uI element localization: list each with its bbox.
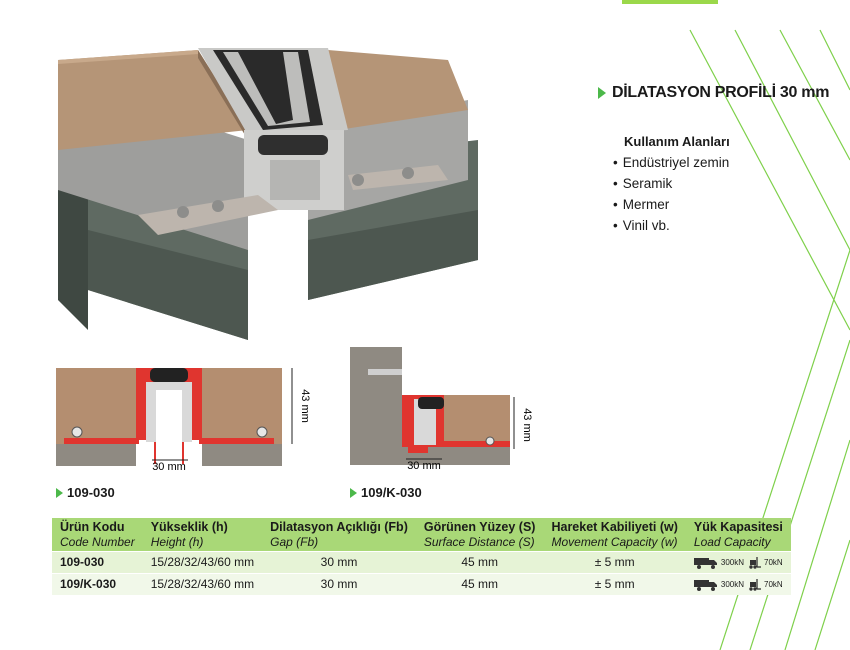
truck-icon bbox=[693, 557, 717, 569]
cell-code: 109/K-030 bbox=[52, 573, 143, 595]
cell-movement: ± 5 mm bbox=[543, 573, 686, 595]
expansion-joint-illustration bbox=[58, 48, 478, 340]
forklift-load-value: 70kN bbox=[764, 558, 783, 567]
truck-icon bbox=[693, 579, 717, 591]
cell-load: 300kN 70kN bbox=[685, 551, 791, 574]
code-label-109-030: 109-030 bbox=[56, 485, 115, 500]
cell-gap: 30 mm bbox=[262, 573, 416, 595]
code-text: 109/K-030 bbox=[361, 485, 422, 500]
header-surface: Görünen Yüzey (S)Surface Distance (S) bbox=[415, 518, 544, 552]
usage-item: Vinil vb. bbox=[613, 215, 730, 236]
cell-surface: 45 mm bbox=[415, 551, 544, 574]
usage-item: Mermer bbox=[613, 194, 730, 215]
forklift-load-value: 70kN bbox=[764, 580, 783, 589]
gap-label: 30 mm bbox=[152, 461, 186, 473]
usage-item: Endüstriyel zemin bbox=[613, 152, 730, 173]
title-arrow-icon bbox=[598, 87, 606, 99]
usage-list: Endüstriyel zemin Seramik Mermer Vinil v… bbox=[613, 152, 730, 236]
usage-item: Seramik bbox=[613, 173, 730, 194]
height-label: 43 mm bbox=[299, 389, 311, 423]
truck-load-value: 300kN bbox=[720, 558, 745, 567]
gap-label: 30 mm bbox=[407, 460, 441, 472]
title-text: DİLATASYON PROFİLİ 30 mm bbox=[612, 84, 830, 101]
cell-height: 15/28/32/43/60 mm bbox=[142, 551, 263, 574]
usage-heading: Kullanım Alanları bbox=[624, 134, 730, 149]
forklift-icon bbox=[749, 578, 762, 591]
code-arrow-icon bbox=[56, 487, 63, 498]
header-gap: Dilatasyon Açıklığı (Fb)Gap (Fb) bbox=[262, 518, 416, 552]
cell-height: 15/28/32/43/60 mm bbox=[142, 573, 263, 595]
code-label-109-K-030: 109/K-030 bbox=[350, 485, 422, 500]
table-row: 109-030 15/28/32/43/60 mm 30 mm 45 mm ± … bbox=[52, 551, 791, 574]
top-accent-bar bbox=[622, 0, 718, 4]
section-diagram-109-K-030: 43 mm 30 mm bbox=[350, 347, 533, 472]
header-movement: Hareket Kabiliyeti (w)Movement Capacity … bbox=[543, 518, 686, 552]
product-title: DİLATASYON PROFİLİ 30 mm bbox=[598, 84, 829, 102]
cell-load: 300kN 70kN bbox=[685, 573, 791, 595]
truck-load-value: 300kN bbox=[720, 580, 745, 589]
code-text: 109-030 bbox=[67, 485, 115, 500]
code-arrow-icon bbox=[350, 487, 357, 498]
table-row: 109/K-030 15/28/32/43/60 mm 30 mm 45 mm … bbox=[52, 573, 791, 595]
section-diagram-109-030: 43 mm 30 mm bbox=[56, 368, 311, 473]
cell-gap: 30 mm bbox=[262, 551, 416, 574]
header-height: Yükseklik (h)Height (h) bbox=[142, 518, 263, 552]
forklift-icon bbox=[749, 556, 762, 569]
height-label: 43 mm bbox=[521, 408, 533, 442]
cell-surface: 45 mm bbox=[415, 573, 544, 595]
usage-areas: Kullanım Alanları Endüstriyel zemin Sera… bbox=[613, 134, 730, 236]
cell-code: 109-030 bbox=[52, 551, 143, 574]
cell-movement: ± 5 mm bbox=[543, 551, 686, 574]
